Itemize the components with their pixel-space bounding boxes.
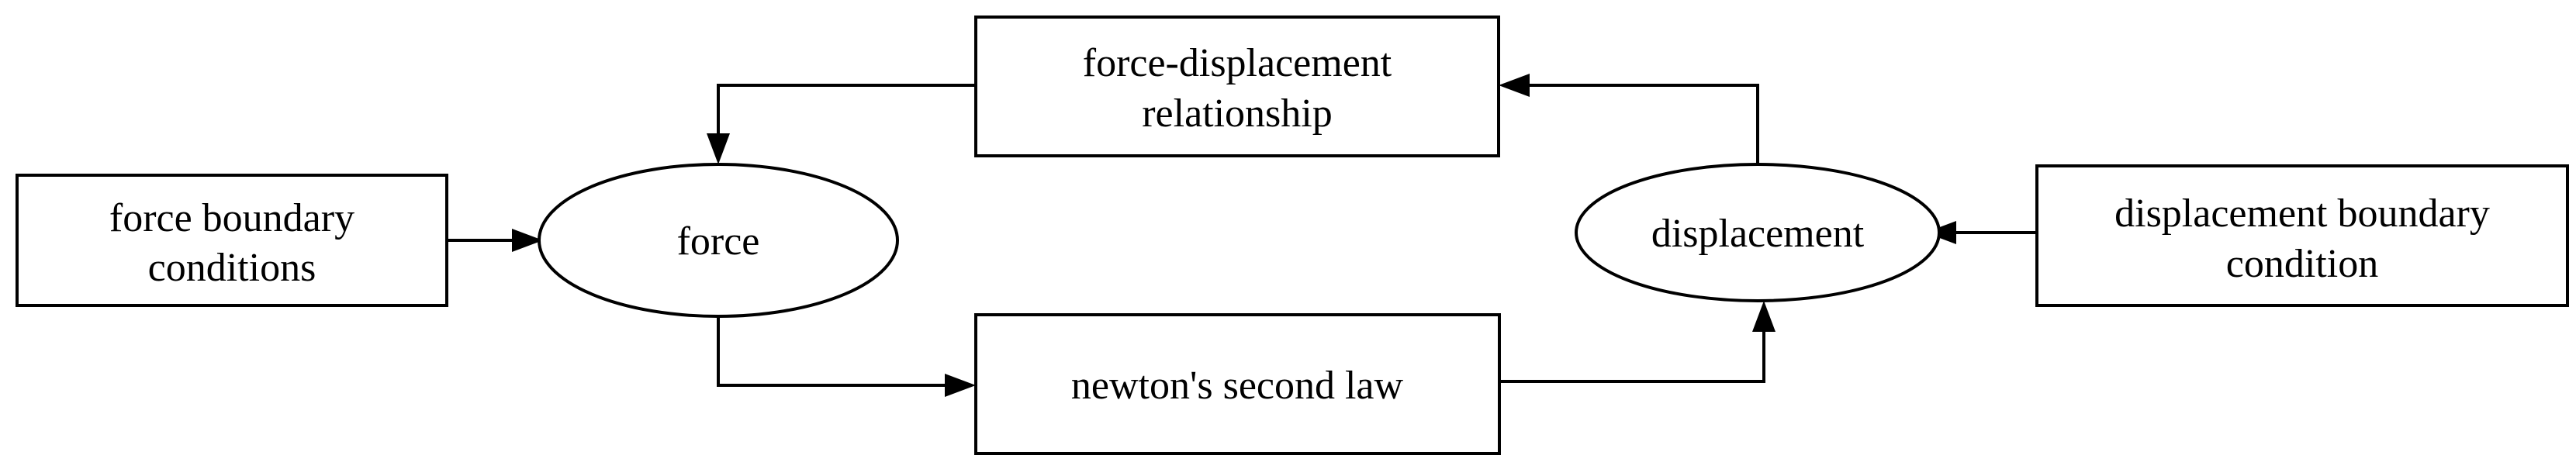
newtons-second-law-label: newton's second law [1071,364,1404,408]
node-displacement: displacement [1575,163,1941,302]
edge-boundary-to-force [447,229,543,252]
displacement-boundary-condition-line2: condition [2226,242,2378,286]
displacement-label: displacement [1651,212,1865,256]
force-boundary-conditions-line2: conditions [148,246,316,290]
edge-boundary-to-displacement [1925,221,2037,244]
edge-force-to-newton [717,317,976,397]
node-force-boundary-conditions: force boundary conditions [16,174,448,307]
displacement-boundary-condition-line1: displacement boundary [2114,191,2490,236]
force-displacement-relationship-line1: force-displacement [1083,41,1392,85]
edge-relationship-to-force [707,84,976,164]
node-force: force [538,163,899,318]
edge-newton-to-displacement [1499,301,1776,383]
force-label: force [677,219,760,264]
force-boundary-conditions-line1: force boundary [109,196,354,240]
node-newtons-second-law: newton's second law [974,313,1501,455]
node-force-displacement-relationship: force-displacement relationship [974,16,1500,157]
edge-displacement-to-relationship [1499,74,1759,164]
node-displacement-boundary-condition: displacement boundary condition [2035,164,2569,307]
force-displacement-relationship-line2: relationship [1142,91,1333,136]
